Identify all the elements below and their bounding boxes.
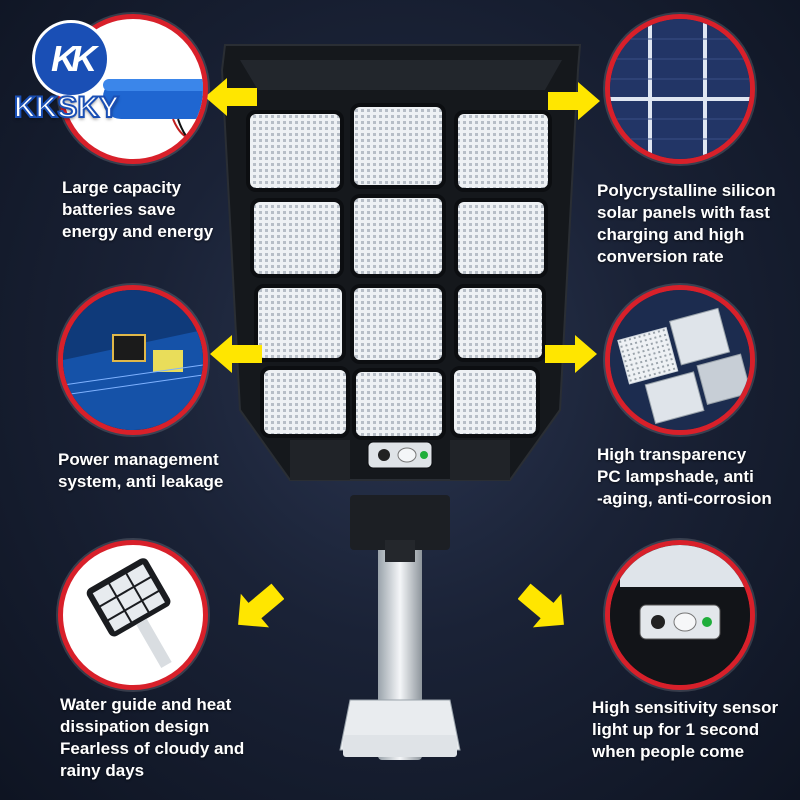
chip-icon — [63, 290, 203, 430]
brand-name: KKSKY — [13, 90, 120, 125]
arrow-right-icon — [545, 335, 597, 373]
lampshade-photo — [605, 285, 755, 435]
brand-logo-letters: KK — [51, 38, 97, 79]
sensor-icon — [610, 545, 750, 685]
brand-logo: KK — [32, 20, 110, 98]
sensor-photo — [605, 540, 755, 690]
arrow-right-icon — [548, 82, 600, 120]
circuit-board-photo — [58, 285, 208, 435]
solar-panel-photo — [605, 14, 755, 164]
battery-icon — [103, 79, 203, 148]
feature-caption-lampshade: High transparency PC lampshade, anti -ag… — [597, 445, 772, 508]
feature-caption-battery: Large capacity batteries save energy and… — [62, 178, 214, 241]
street-lamp-icon — [86, 558, 172, 668]
arrow-left-icon — [210, 335, 262, 373]
arrow-down-left-icon — [238, 583, 284, 628]
feature-caption-power-management: Power management system, anti leakage — [58, 450, 224, 491]
lamp-product-photo — [58, 540, 208, 690]
arrow-down-right-icon — [518, 583, 564, 628]
feature-caption-sensor: High sensitivity sensor light up for 1 s… — [592, 698, 779, 761]
led-module-icon — [610, 290, 750, 430]
feature-caption-solar-panel: Polycrystalline silicon solar panels wit… — [597, 181, 776, 266]
solar-panel-icon — [610, 19, 750, 159]
arrow-left-icon — [205, 78, 257, 116]
feature-caption-heat-dissipation: Water guide and heat dissipation design … — [60, 695, 245, 780]
